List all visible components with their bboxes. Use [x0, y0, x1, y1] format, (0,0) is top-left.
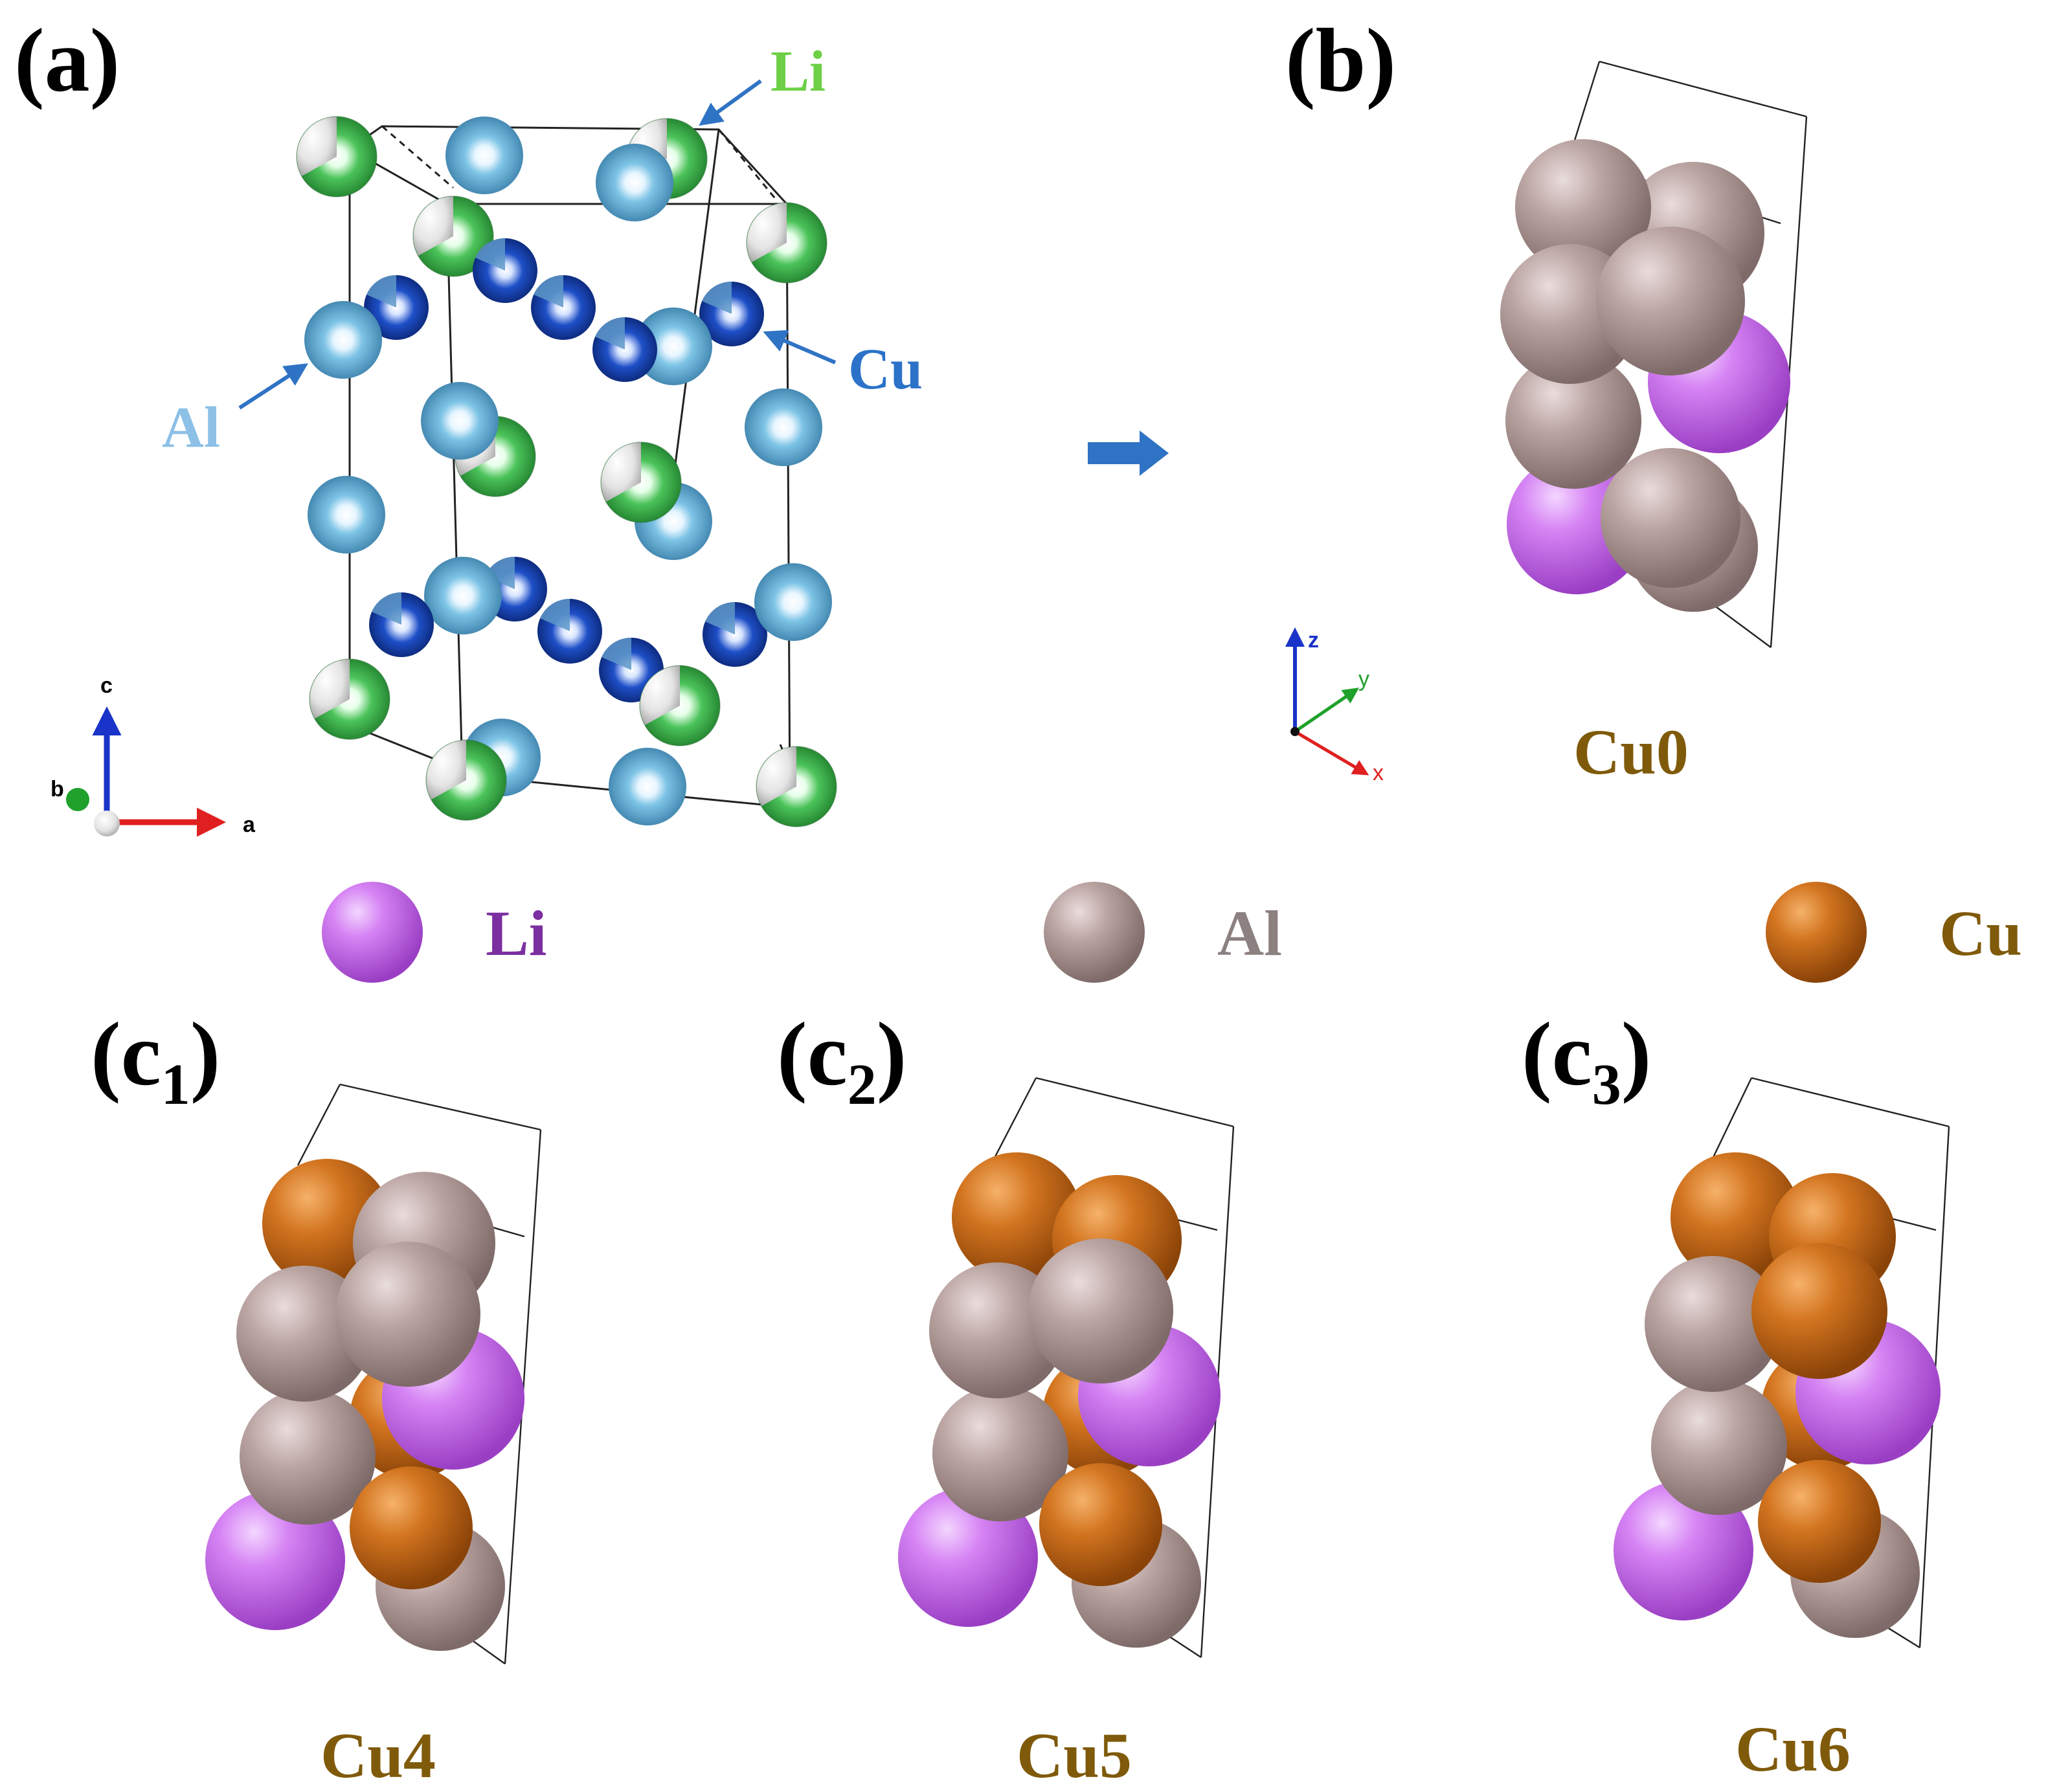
- legend-item-li: Li: [322, 882, 546, 983]
- panel-label-a: (a): [14, 10, 120, 111]
- panel-b: (b) z y x Cu0: [1285, 10, 1808, 788]
- structure-name-cu0: Cu0: [1573, 716, 1689, 788]
- axis-label-c: c: [100, 673, 113, 698]
- annotation-cu: Cu: [763, 330, 923, 401]
- transition-arrow: [1088, 431, 1169, 476]
- axes-a: c b a: [51, 673, 256, 837]
- axis-label-x: x: [1373, 761, 1384, 785]
- annotation-li: Li: [699, 39, 826, 126]
- annotation-al: Al: [162, 363, 309, 460]
- annotation-li-label: Li: [771, 39, 826, 104]
- atom-stack-b: [1500, 139, 1790, 612]
- structure-name-cu5: Cu5: [1017, 1719, 1132, 1791]
- atom-stack-c3: [1614, 1152, 1941, 1638]
- atom-stack-c2: [898, 1152, 1221, 1648]
- legend-label-al: Al: [1217, 897, 1282, 969]
- panel-label-c2: (c2): [777, 1004, 906, 1117]
- panel-c3: (c3) Cu6: [1522, 1004, 1950, 1785]
- atom-sites-a: [296, 116, 837, 827]
- annotation-al-label: Al: [162, 396, 220, 460]
- panel-label-b: (b): [1285, 10, 1396, 111]
- legend-label-cu: Cu: [1939, 897, 2022, 969]
- panel-label-c1: (c1): [91, 1004, 220, 1117]
- annotation-cu-label: Cu: [848, 337, 923, 401]
- panel-c1: (c1) Cu4: [91, 1004, 542, 1791]
- axis-label-y: y: [1358, 667, 1369, 691]
- panel-label-c3: (c3): [1522, 1004, 1651, 1117]
- legend-label-li: Li: [486, 897, 546, 969]
- legend-item-cu: Cu: [1766, 882, 2022, 983]
- legend-item-al: Al: [1044, 882, 1282, 983]
- axis-label-z: z: [1308, 628, 1319, 653]
- structure-name-cu4: Cu4: [321, 1719, 436, 1791]
- atom-stack-c1: [205, 1159, 524, 1651]
- axis-label-b: b: [51, 777, 64, 801]
- axes-b: z y x: [1285, 627, 1384, 785]
- structure-name-cu6: Cu6: [1735, 1713, 1851, 1785]
- panel-a: (a): [14, 10, 923, 837]
- legend: Li Al Cu: [322, 882, 2022, 983]
- axis-label-a: a: [243, 812, 256, 837]
- panel-c2: (c2) Cu5: [777, 1004, 1235, 1791]
